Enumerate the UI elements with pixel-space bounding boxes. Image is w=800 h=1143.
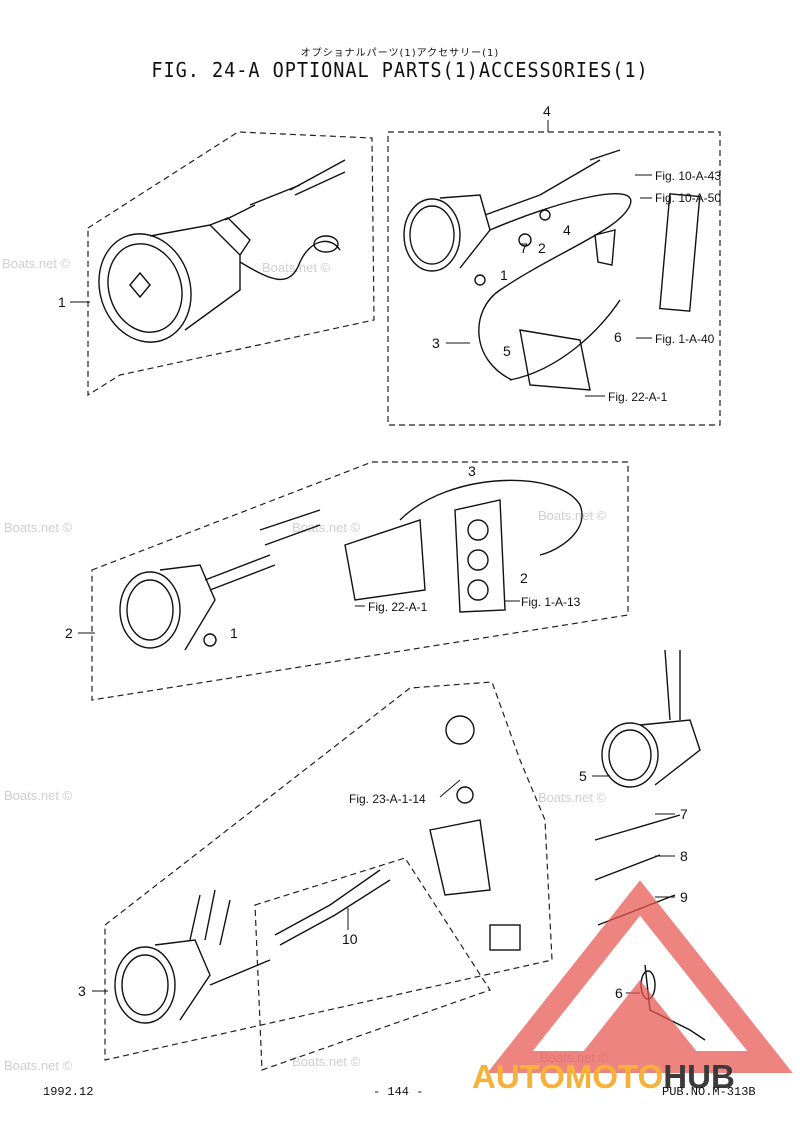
brand-wordmark: AUTOMOTOHUB	[472, 1058, 735, 1096]
callout-3: 3	[78, 983, 86, 999]
ref-fig-1-a-13: Fig. 1-A-13	[521, 595, 581, 609]
footer-page-number: - 144 -	[373, 1085, 424, 1099]
sub-callout-1: 1	[500, 267, 508, 283]
group-outline-1	[87, 131, 375, 397]
tachometer-1	[98, 159, 346, 343]
callout-5: 5	[579, 768, 587, 784]
callout-2: 2	[65, 625, 73, 641]
group-outline-4	[387, 131, 721, 426]
callout-8: 8	[680, 848, 688, 864]
group-outline-10	[254, 857, 491, 1071]
meter-4	[403, 149, 701, 391]
ref-fig-23-a-1-14: Fig. 23-A-1-14	[349, 792, 426, 806]
watermark-text: Boats.net ©	[538, 790, 607, 805]
sub-callout-2: 2	[538, 240, 546, 256]
meter-3	[114, 715, 521, 1024]
ref-fig-10-a-50: Fig. 10-A-50	[655, 191, 721, 205]
sub-callout-4: 4	[563, 222, 571, 238]
sub-callout-3: 3	[432, 335, 440, 351]
callout-1: 1	[58, 294, 66, 310]
watermark-text: Boats.net ©	[262, 260, 331, 275]
callout-7: 7	[680, 806, 688, 822]
watermark-text: Boats.net ©	[4, 520, 73, 535]
figure-title: FIG. 24-A OPTIONAL PARTS(1)ACCESSORIES(1…	[151, 58, 649, 82]
brand-logo-icon	[487, 880, 793, 1073]
ref-fig-1-a-40: Fig. 1-A-40	[655, 332, 715, 346]
meter-2	[119, 479, 583, 651]
watermark-text: Boats.net ©	[4, 1058, 73, 1073]
callout-6: 6	[615, 985, 623, 1001]
watermark-text: Boats.net ©	[538, 508, 607, 523]
sub-callout-1-b: 1	[230, 625, 238, 641]
sub-callout-5: 5	[503, 343, 511, 359]
ref-fig-22-a-1: Fig. 22-A-1	[608, 390, 668, 404]
watermark-text: Boats.net ©	[292, 1054, 361, 1069]
footer-pub-number: PUB.NO.M-313B	[662, 1085, 756, 1099]
callout-10: 10	[342, 931, 358, 947]
group-outlines	[87, 131, 721, 1071]
ref-fig-10-a-43: Fig. 10-A-43	[655, 169, 721, 183]
watermark-text: Boats.net ©	[2, 256, 71, 271]
watermark-group: Boats.net © Boats.net © Boats.net © Boat…	[2, 256, 609, 1073]
brand-part-1: AUTOMOTO	[472, 1058, 664, 1095]
group-outline-3	[104, 681, 553, 1061]
leader-lines	[70, 120, 675, 994]
meter-5	[594, 649, 706, 1041]
footer-date: 1992.12	[43, 1085, 94, 1099]
group-outline-2	[91, 461, 629, 701]
callout-9: 9	[680, 889, 688, 905]
callout-4: 4	[543, 103, 551, 119]
ref-fig-22-a-1-b: Fig. 22-A-1	[368, 600, 428, 614]
watermark-text: Boats.net ©	[4, 788, 73, 803]
figure-subtitle: オプショナルパーツ(1)アクセサリー(1)	[300, 48, 500, 59]
sub-callout-7: 7	[520, 240, 528, 256]
sub-callout-2-b: 2	[520, 570, 528, 586]
callout-3-alt: 3	[468, 463, 476, 479]
sub-callout-6: 6	[614, 329, 622, 345]
brand-part-2: HUB	[663, 1058, 735, 1095]
watermark-text: Boats.net ©	[292, 520, 361, 535]
